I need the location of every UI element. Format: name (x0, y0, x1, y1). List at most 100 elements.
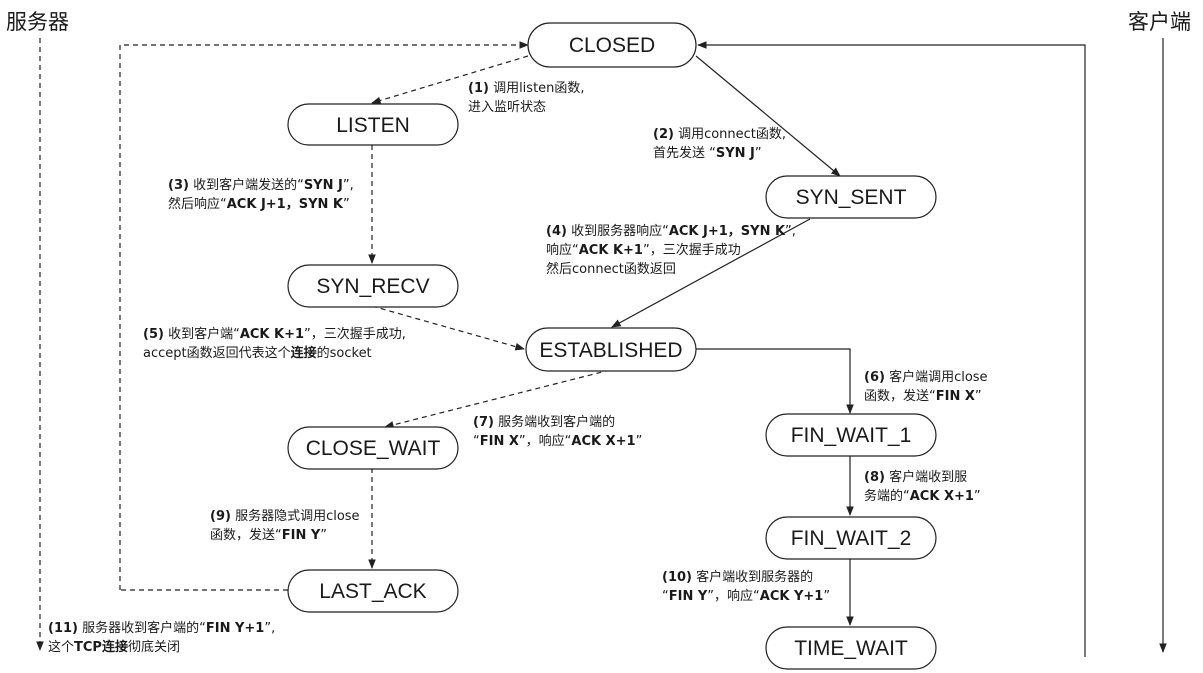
note-bold-text: (7) (473, 415, 494, 430)
note-text: 函数，发送“ (864, 389, 936, 404)
note-bold-text: SYN J (303, 178, 343, 193)
note-text: 然后connect函数返回 (546, 262, 676, 277)
note-5: (5) 收到客户端“ACK K+1”，三次握手成功,accept函数返回代表这个… (143, 325, 406, 363)
note-line: accept函数返回代表这个连接的socket (143, 344, 406, 363)
note-line: 然后connect函数返回 (546, 260, 796, 279)
server-title: 服务器 (6, 10, 69, 34)
note-bold-text: (9) (210, 509, 231, 524)
note-line: (6) 客户端调用close (864, 368, 988, 387)
state-fin-wait-2-label: FIN_WAIT_2 (791, 527, 912, 550)
state-fin-wait-1-label: FIN_WAIT_1 (791, 424, 912, 447)
state-listen: LISTEN (287, 103, 459, 146)
note-line: 进入监听状态 (468, 98, 585, 117)
note-line: 首先发送 “SYN J” (653, 144, 786, 163)
note-text: 客户端调用close (884, 370, 988, 385)
note-text: ” (635, 434, 643, 449)
note-text: 这个 (48, 640, 75, 655)
note-text: ”, (785, 224, 796, 239)
note-text: ” (823, 589, 831, 604)
note-line: 函数，发送“FIN X” (864, 387, 988, 406)
note-text: 客户端收到服 (884, 470, 968, 485)
note-text: “ (662, 589, 669, 604)
note-line: (3) 收到客户端发送的“SYN J”, (168, 176, 354, 195)
state-close-wait: CLOSE_WAIT (287, 426, 459, 470)
client-title: 客户端 (1128, 10, 1191, 34)
note-text: 然后响应“ (168, 197, 227, 212)
note-text: ” (974, 389, 982, 404)
state-last-ack-label: LAST_ACK (319, 580, 426, 603)
edge-synsent-to-established (611, 218, 811, 328)
state-fin-wait-1: FIN_WAIT_1 (765, 413, 937, 457)
note-line: “FIN X”，响应“ACK X+1” (473, 432, 642, 451)
note-text: 服务器收到客户端的“ (77, 621, 206, 636)
note-bold-text: (5) (143, 327, 164, 342)
note-7: (7) 服务端收到客户端的“FIN X”，响应“ACK X+1” (473, 413, 642, 451)
note-text: 函数，发送“ (210, 528, 282, 543)
note-bold-text: (4) (546, 224, 567, 239)
note-bold-text: ACK J+1，SYN K (226, 197, 343, 212)
note-text: 首先发送 “ (653, 146, 716, 161)
note-text: ” (320, 528, 328, 543)
note-line: (9) 服务器隐式调用close (210, 507, 360, 526)
note-2: (2) 调用connect函数,首先发送 “SYN J” (653, 125, 786, 163)
note-8: (8) 客户端收到服务端的“ACK X+1” (864, 468, 981, 506)
note-text: 的socket (316, 346, 372, 361)
note-line: 务端的“ACK X+1” (864, 487, 981, 506)
state-close-wait-label: CLOSE_WAIT (306, 437, 441, 460)
note-3: (3) 收到客户端发送的“SYN J”,然后响应“ACK J+1，SYN K” (168, 176, 354, 214)
state-established: ESTABLISHED (525, 327, 697, 372)
note-text: 响应“ (546, 243, 579, 258)
note-text: 服务端收到客户端的 (493, 415, 616, 430)
note-line: (11) 服务器收到客户端的“FIN Y+1”, (48, 619, 275, 638)
note-text: 收到客户端发送的“ (188, 178, 304, 193)
note-bold-text: FIN X (935, 389, 975, 404)
state-closed-label: CLOSED (569, 34, 655, 57)
state-last-ack: LAST_ACK (287, 569, 459, 613)
note-bold-text: (2) (653, 127, 674, 142)
state-syn-recv: SYN_RECV (287, 264, 459, 308)
note-1: (1) 调用listen函数,进入监听状态 (468, 79, 585, 117)
note-bold-text: ACK X+1 (909, 489, 974, 504)
note-bold-text: (10) (662, 570, 692, 585)
note-line: (4) 收到服务器响应“ACK J+1，SYN K”, (546, 222, 796, 241)
note-bold-text: TCP连接 (74, 640, 128, 655)
edge-timewait-to-closed (697, 41, 1086, 657)
note-text: ” (973, 489, 981, 504)
note-text: 务端的“ (864, 489, 910, 504)
note-text: 服务器隐式调用close (230, 509, 360, 524)
state-established-label: ESTABLISHED (539, 339, 682, 362)
note-bold-text: FIN Y+1 (205, 621, 265, 636)
edge-closed-to-synsent (695, 55, 841, 177)
note-text: 调用connect函数, (673, 127, 787, 142)
state-syn-recv-label: SYN_RECV (316, 275, 429, 298)
note-line: (2) 调用connect函数, (653, 125, 786, 144)
note-bold-text: FIN X (479, 434, 519, 449)
note-text: accept函数返回代表这个 (143, 346, 291, 361)
note-text: “ (473, 434, 480, 449)
note-text: ”，响应“ (707, 589, 760, 604)
edge-established-to-finwait1 (696, 348, 854, 414)
note-bold-text: ACK J+1，SYN K (668, 224, 786, 239)
state-time-wait: TIME_WAIT (765, 626, 937, 670)
note-line: (7) 服务端收到客户端的 (473, 413, 642, 432)
note-bold-text: SYN J (715, 146, 755, 161)
state-fin-wait-2: FIN_WAIT_2 (765, 516, 937, 560)
note-bold-text: (8) (864, 470, 885, 485)
note-line: (10) 客户端收到服务器的 (662, 568, 830, 587)
note-text: 调用listen函数, (488, 81, 585, 96)
edge-closed-to-listen (371, 55, 529, 105)
note-bold-text: ACK X+1 (571, 434, 636, 449)
note-text: 彻底关闭 (127, 640, 180, 655)
note-text: 收到服务器响应“ (566, 224, 669, 239)
state-closed: CLOSED (527, 22, 697, 68)
note-line: 响应“ACK K+1”，三次握手成功 (546, 241, 796, 260)
note-text: ”, (342, 178, 354, 193)
note-line: (8) 客户端收到服 (864, 468, 981, 487)
note-line: 这个TCP连接彻底关闭 (48, 638, 275, 657)
note-bold-text: FIN Y (668, 589, 708, 604)
note-text: 收到客户端“ (163, 327, 240, 342)
state-time-wait-label: TIME_WAIT (794, 637, 908, 660)
note-line: “FIN Y”，响应“ACK Y+1” (662, 587, 830, 606)
